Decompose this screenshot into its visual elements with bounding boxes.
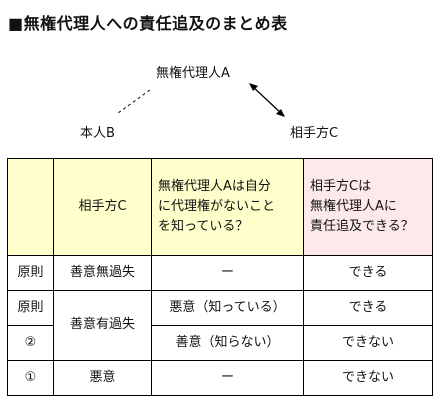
- result-cell: できる: [303, 290, 433, 326]
- faith-cell: 善意無過失: [53, 255, 152, 291]
- header-can-pursue-line3: 責任追及できる？: [310, 219, 414, 235]
- faith-cell: 善意有過失: [53, 290, 152, 361]
- header-agent-knowledge: 無権代理人Aは自分 に代理権がないこと を知っている？: [151, 158, 304, 256]
- result-cell: できない: [303, 325, 433, 361]
- knowledge-cell: 悪意（知っている）: [151, 290, 304, 326]
- table-header-row: 相手方C 無権代理人Aは自分 に代理権がないこと を知っている？ 相手方Cは 無…: [7, 158, 433, 256]
- header-agent-knowledge-line1: 無権代理人Aは自分: [158, 178, 271, 194]
- counterparty-label: 相手方C: [290, 126, 339, 141]
- page-title: ■無権代理人への責任追及のまとめ表: [8, 14, 288, 33]
- faith-cell: 悪意: [53, 360, 152, 396]
- table-row: 原則 善意無過失 ー できる: [7, 255, 433, 291]
- arrowhead-top: [249, 83, 258, 91]
- double-arrow: [251, 85, 283, 115]
- header-empty-cell: [7, 158, 54, 256]
- header-agent-knowledge-line3: を知っている？: [158, 219, 249, 235]
- header-can-pursue-line2: 無権代理人Aに: [310, 198, 397, 214]
- relationship-diagram: [117, 83, 285, 117]
- table-row: 原則 善意有過失 悪意（知っている） できる: [7, 290, 433, 361]
- table-row: ① 悪意 ー できない: [7, 360, 433, 396]
- agent-label: 無権代理人A: [156, 66, 230, 81]
- knowledge-cell: ー: [151, 360, 304, 396]
- case-cell: 原則: [7, 290, 54, 326]
- summary-table: 相手方C 無権代理人Aは自分 に代理権がないこと を知っている？ 相手方Cは 無…: [7, 158, 433, 396]
- knowledge-cell: 善意（知らない）: [151, 325, 304, 361]
- knowledge-cell: ー: [151, 255, 304, 291]
- table-row: ② 善意（知らない） できない: [7, 325, 433, 361]
- case-cell: ②: [7, 325, 54, 361]
- case-cell: ①: [7, 360, 54, 396]
- result-cell: できる: [303, 255, 433, 291]
- header-can-pursue: 相手方Cは 無権代理人Aに 責任追及できる？: [303, 158, 433, 256]
- arrowhead-bottom: [276, 109, 285, 117]
- principal-label: 本人B: [80, 126, 115, 141]
- dashed-connector: [117, 89, 151, 114]
- result-cell: できない: [303, 360, 433, 396]
- case-cell: 原則: [7, 255, 54, 291]
- header-counterparty: 相手方C: [53, 158, 152, 256]
- header-agent-knowledge-line2: に代理権がないこと: [158, 198, 276, 214]
- header-can-pursue-line1: 相手方Cは: [310, 178, 372, 194]
